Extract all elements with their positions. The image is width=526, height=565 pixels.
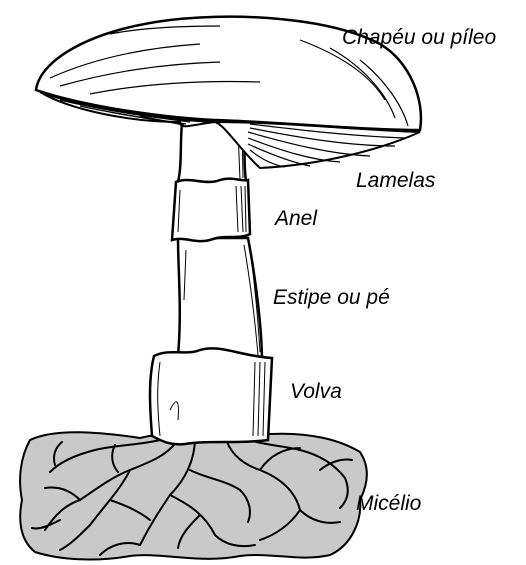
label-cap: Chapéu ou píleo	[342, 27, 496, 48]
stipe-lower	[178, 238, 262, 362]
label-ring: Anel	[275, 208, 317, 229]
label-stipe: Estipe ou pé	[273, 287, 390, 308]
label-volva: Volva	[290, 381, 342, 402]
label-mycelium: Micélio	[356, 493, 421, 514]
label-gills: Lamelas	[356, 170, 435, 191]
